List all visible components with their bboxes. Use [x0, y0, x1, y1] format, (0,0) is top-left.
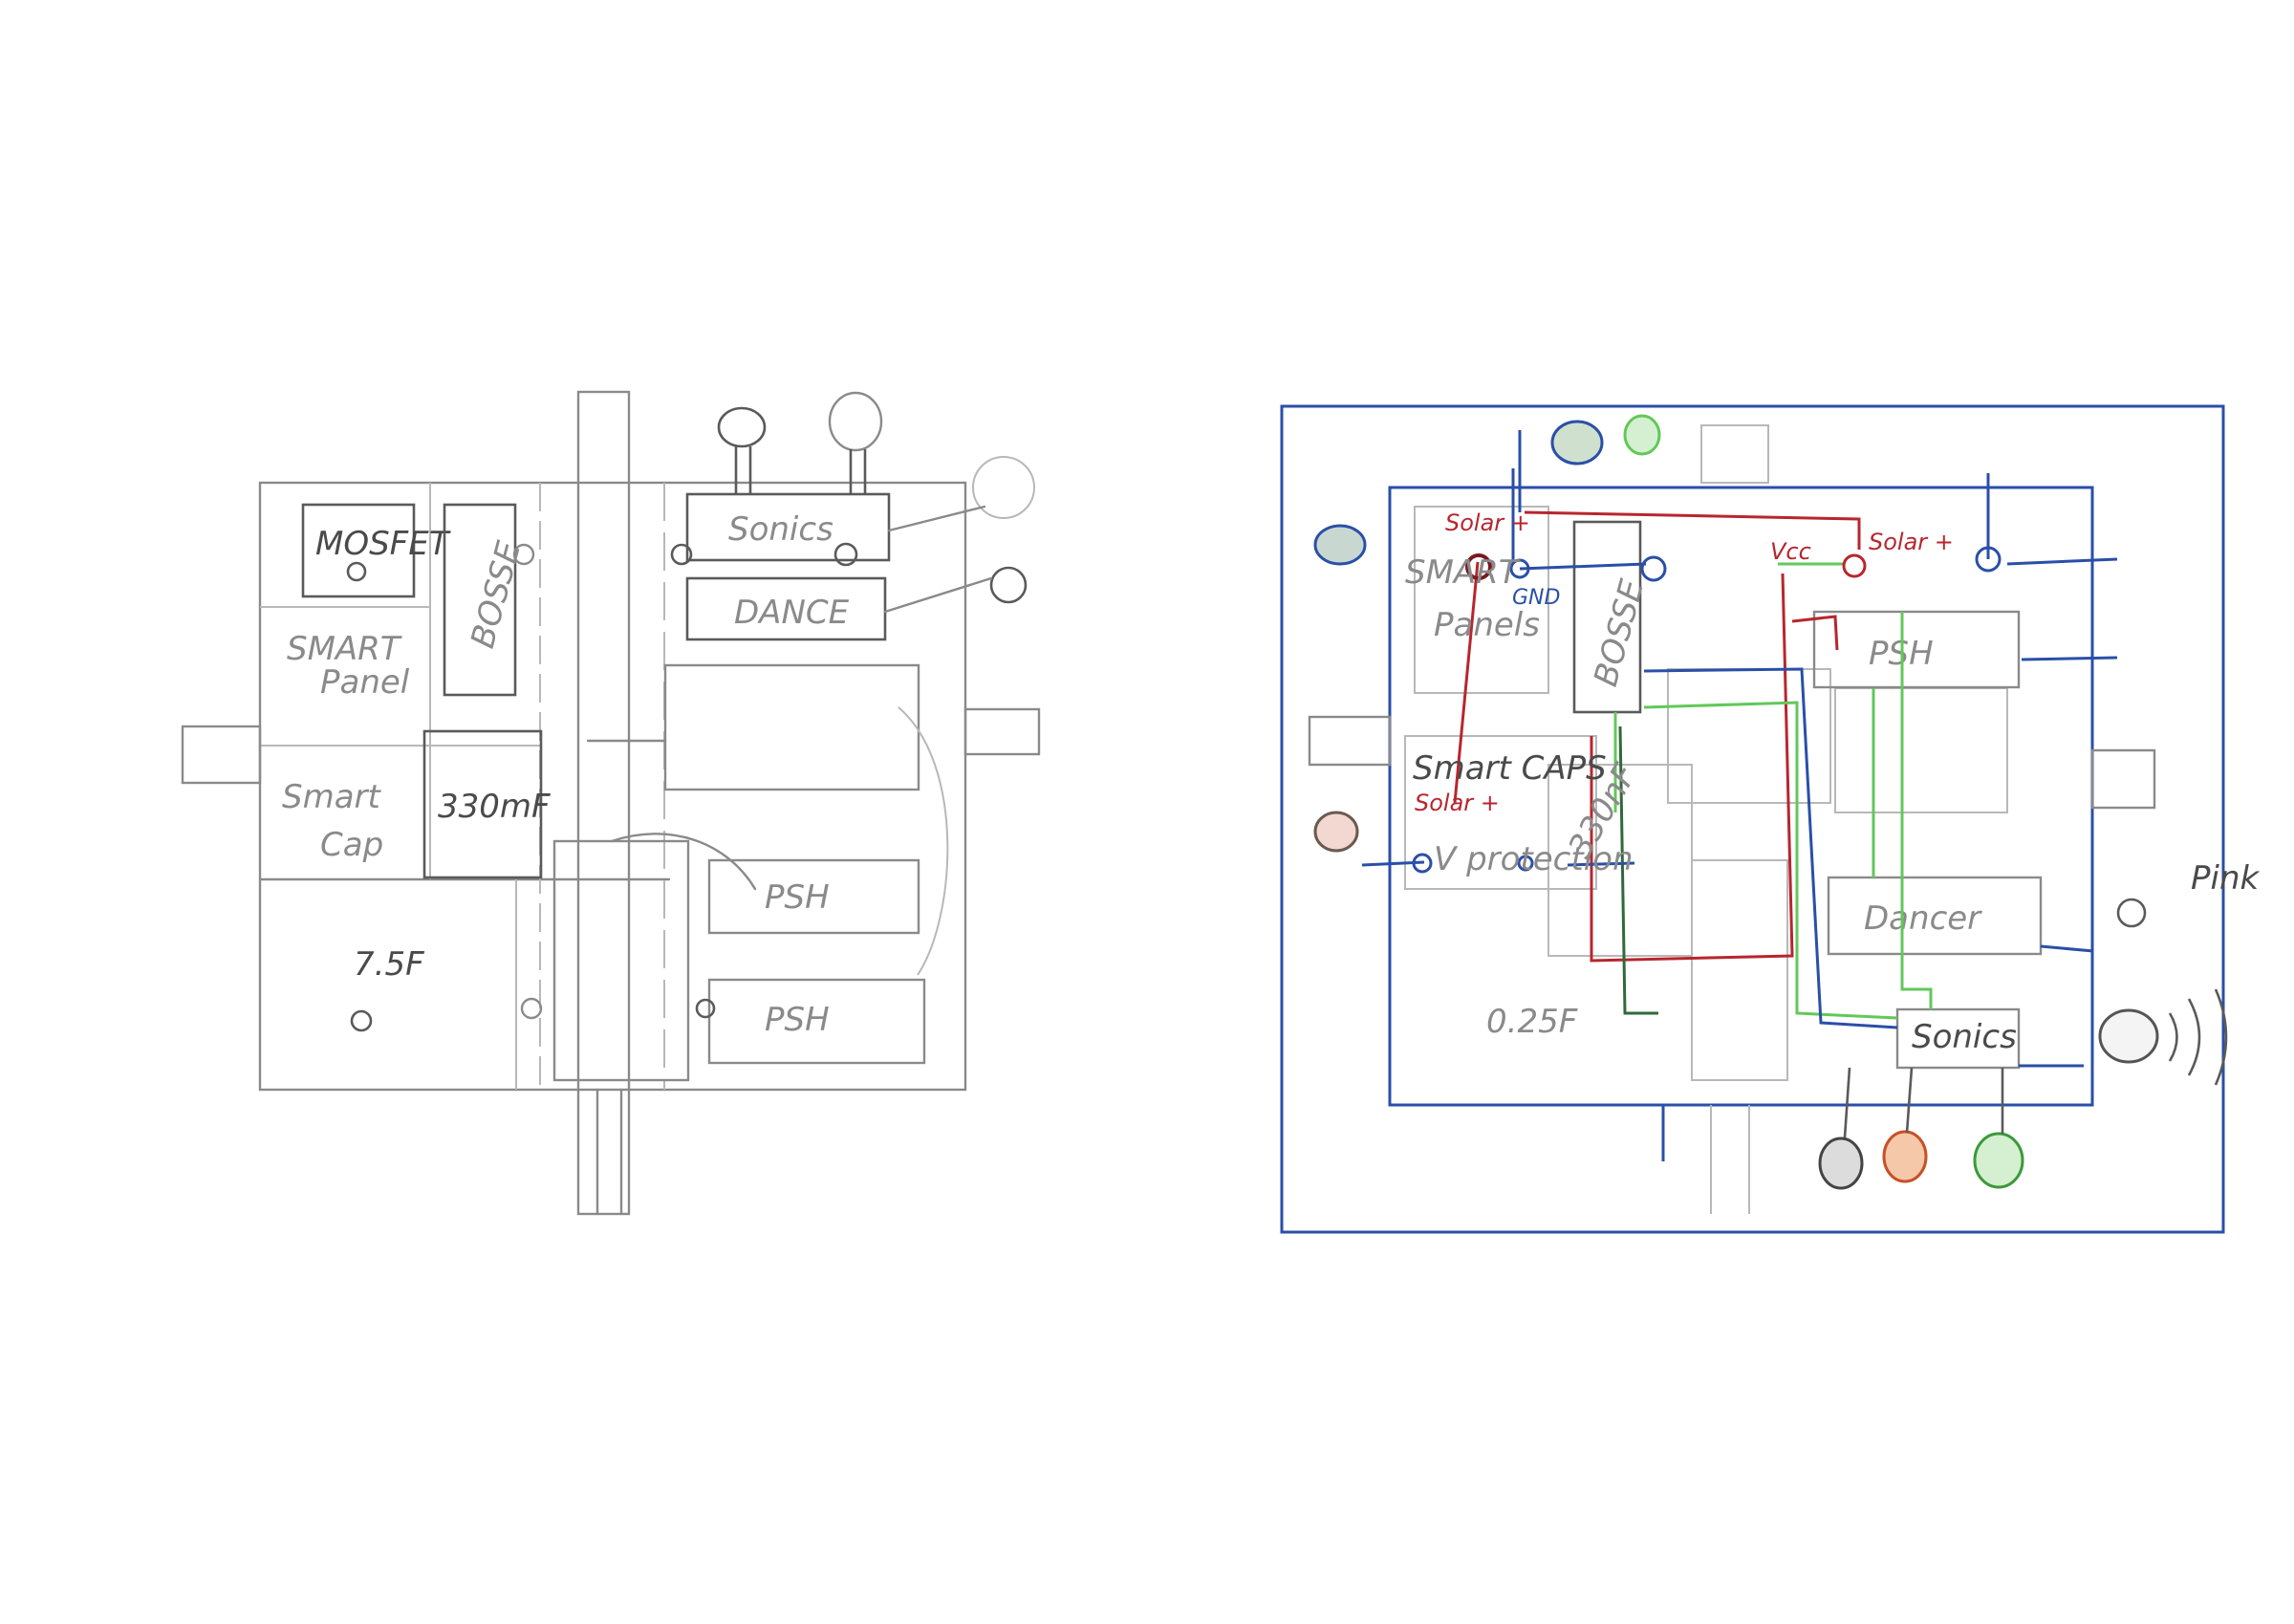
- dance-box: [685, 576, 887, 641]
- mosfet-label: MOSFET: [315, 525, 451, 563]
- gnd-terminal-icon: [1509, 558, 1530, 579]
- solar-terminal-icon: [1465, 553, 1492, 580]
- cap-025-label: 0.25F: [1486, 1003, 1578, 1041]
- led-icon: [828, 391, 883, 452]
- terminal-icon: [1517, 855, 1534, 872]
- smart-panel-label-1: SMART: [287, 630, 402, 668]
- button-icon: [989, 566, 1028, 604]
- psh-label-2: PSH: [765, 1001, 830, 1039]
- smart-panels-label-2: Panels: [1434, 606, 1540, 644]
- gnd-label: GND: [1512, 586, 1560, 610]
- button-icon: [2116, 898, 2147, 928]
- led-dark-icon: [1818, 1137, 1864, 1190]
- speaker-icon: [2098, 1008, 2159, 1064]
- solar-plus-label-3: Solar +: [1415, 790, 1500, 816]
- center-block: [552, 839, 690, 1082]
- bosse-box: [443, 503, 517, 697]
- sonics-label: Sonics: [1912, 1018, 2017, 1056]
- bosse-label: BOSSE: [1587, 575, 1652, 691]
- pink-label: Pink: [2191, 859, 2260, 898]
- solar-terminal-icon: [1842, 553, 1867, 578]
- cap-330-box: [422, 729, 543, 879]
- cap-330-label: 330mF: [438, 788, 551, 826]
- blank-module-box: [663, 663, 920, 791]
- smart-cap-label-1: Smart: [282, 778, 382, 816]
- psh-label-1: PSH: [765, 878, 830, 917]
- psh-box: [1812, 610, 2021, 689]
- vcc-label: Vcc: [1770, 538, 1811, 565]
- solar-plus-label-1: Solar +: [1445, 509, 1530, 536]
- psh-box-1: [707, 858, 920, 935]
- led-icon: [717, 406, 767, 448]
- terminal-icon: [1412, 853, 1433, 874]
- sonics-label: Sonics: [728, 510, 833, 549]
- v-protection-label: V protection: [1434, 840, 1634, 878]
- cap-75-label: 7.5F: [354, 945, 424, 984]
- center-spindle: [576, 390, 631, 1216]
- bosse-label: BOSSE: [464, 537, 529, 653]
- solar-plus-label-2: Solar +: [1869, 529, 1954, 555]
- led-blue-icon: [1550, 420, 1604, 466]
- right-sketch: BOSSE PSH Dancer Sonics: [1280, 404, 2260, 1234]
- psh-box-2: [707, 978, 926, 1065]
- led-green-icon: [1623, 414, 1661, 456]
- left-tab: [181, 725, 262, 785]
- sonics-box: [685, 492, 891, 562]
- smart-caps-label: Smart CAPS: [1413, 749, 1607, 788]
- left-board-outline: [258, 481, 967, 1092]
- smart-panels-label-1: SMART: [1405, 553, 1521, 592]
- right-tab: [963, 707, 1041, 756]
- mosfet-box: [301, 503, 416, 598]
- dancer-box: [1827, 876, 2043, 956]
- led-red-icon: [1313, 811, 1359, 853]
- outer-enclosure: [1280, 404, 2225, 1234]
- dancer-label: Dancer: [1864, 899, 1982, 938]
- left-sketch: MOSFET BOSSE SMART Panel Smart Cap 330mF…: [181, 390, 1041, 1216]
- smart-cap-label-2: Cap: [320, 826, 383, 864]
- sonics-box: [1895, 1007, 2021, 1070]
- led-blue-icon: [1313, 524, 1367, 566]
- led-green-icon: [1973, 1132, 2024, 1189]
- dance-label: DANCE: [734, 594, 850, 632]
- led-orange-icon: [1882, 1130, 1928, 1183]
- smart-panel-label-2: Panel: [320, 663, 410, 702]
- bosse-box: [1572, 520, 1642, 714]
- speaker-icon: [972, 456, 1035, 519]
- terminal-icon: [1975, 546, 2002, 573]
- terminal-icon: [1640, 555, 1667, 582]
